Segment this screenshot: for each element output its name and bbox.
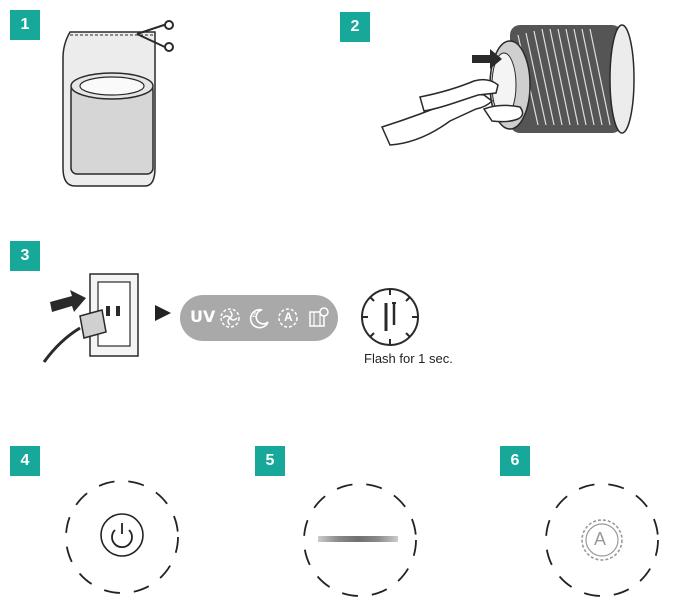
arrow-right-icon	[50, 290, 86, 312]
scissors-icon	[136, 20, 174, 52]
indicator-bar	[318, 536, 398, 542]
filter-reset-icon	[309, 307, 329, 327]
insert-filter-illustration	[380, 24, 635, 146]
fan-speed-icon	[220, 308, 240, 328]
auto-mode-label: A	[284, 310, 293, 324]
plug-in-illustration	[42, 273, 139, 363]
control-panel: UV z A	[180, 295, 338, 341]
svg-text:z: z	[252, 310, 256, 319]
auto-button-label: A	[594, 529, 607, 549]
step-4-badge: 4	[10, 446, 40, 476]
purifier-body	[510, 24, 635, 134]
arrow-right-icon	[472, 49, 502, 69]
sleep-mode-icon: z	[249, 308, 269, 329]
step-5-badge: 5	[255, 446, 285, 476]
play-arrow-icon	[155, 305, 171, 321]
filter-in-bag-illustration	[62, 20, 174, 187]
step-3-badge: 3	[10, 241, 40, 271]
power-icon	[111, 523, 133, 549]
timer-caption: Flash for 1 sec.	[364, 351, 453, 366]
power-button-illustration	[65, 480, 179, 594]
timer-clock-icon	[361, 288, 419, 346]
step-2-badge: 2	[340, 12, 370, 42]
hands	[380, 78, 524, 146]
step-6-badge: 6	[500, 446, 530, 476]
uv-label: UV	[190, 307, 216, 326]
light-bar-illustration	[303, 483, 417, 597]
auto-mode-icon	[278, 308, 298, 328]
step-1-badge: 1	[10, 10, 40, 40]
auto-button-illustration	[545, 483, 659, 597]
